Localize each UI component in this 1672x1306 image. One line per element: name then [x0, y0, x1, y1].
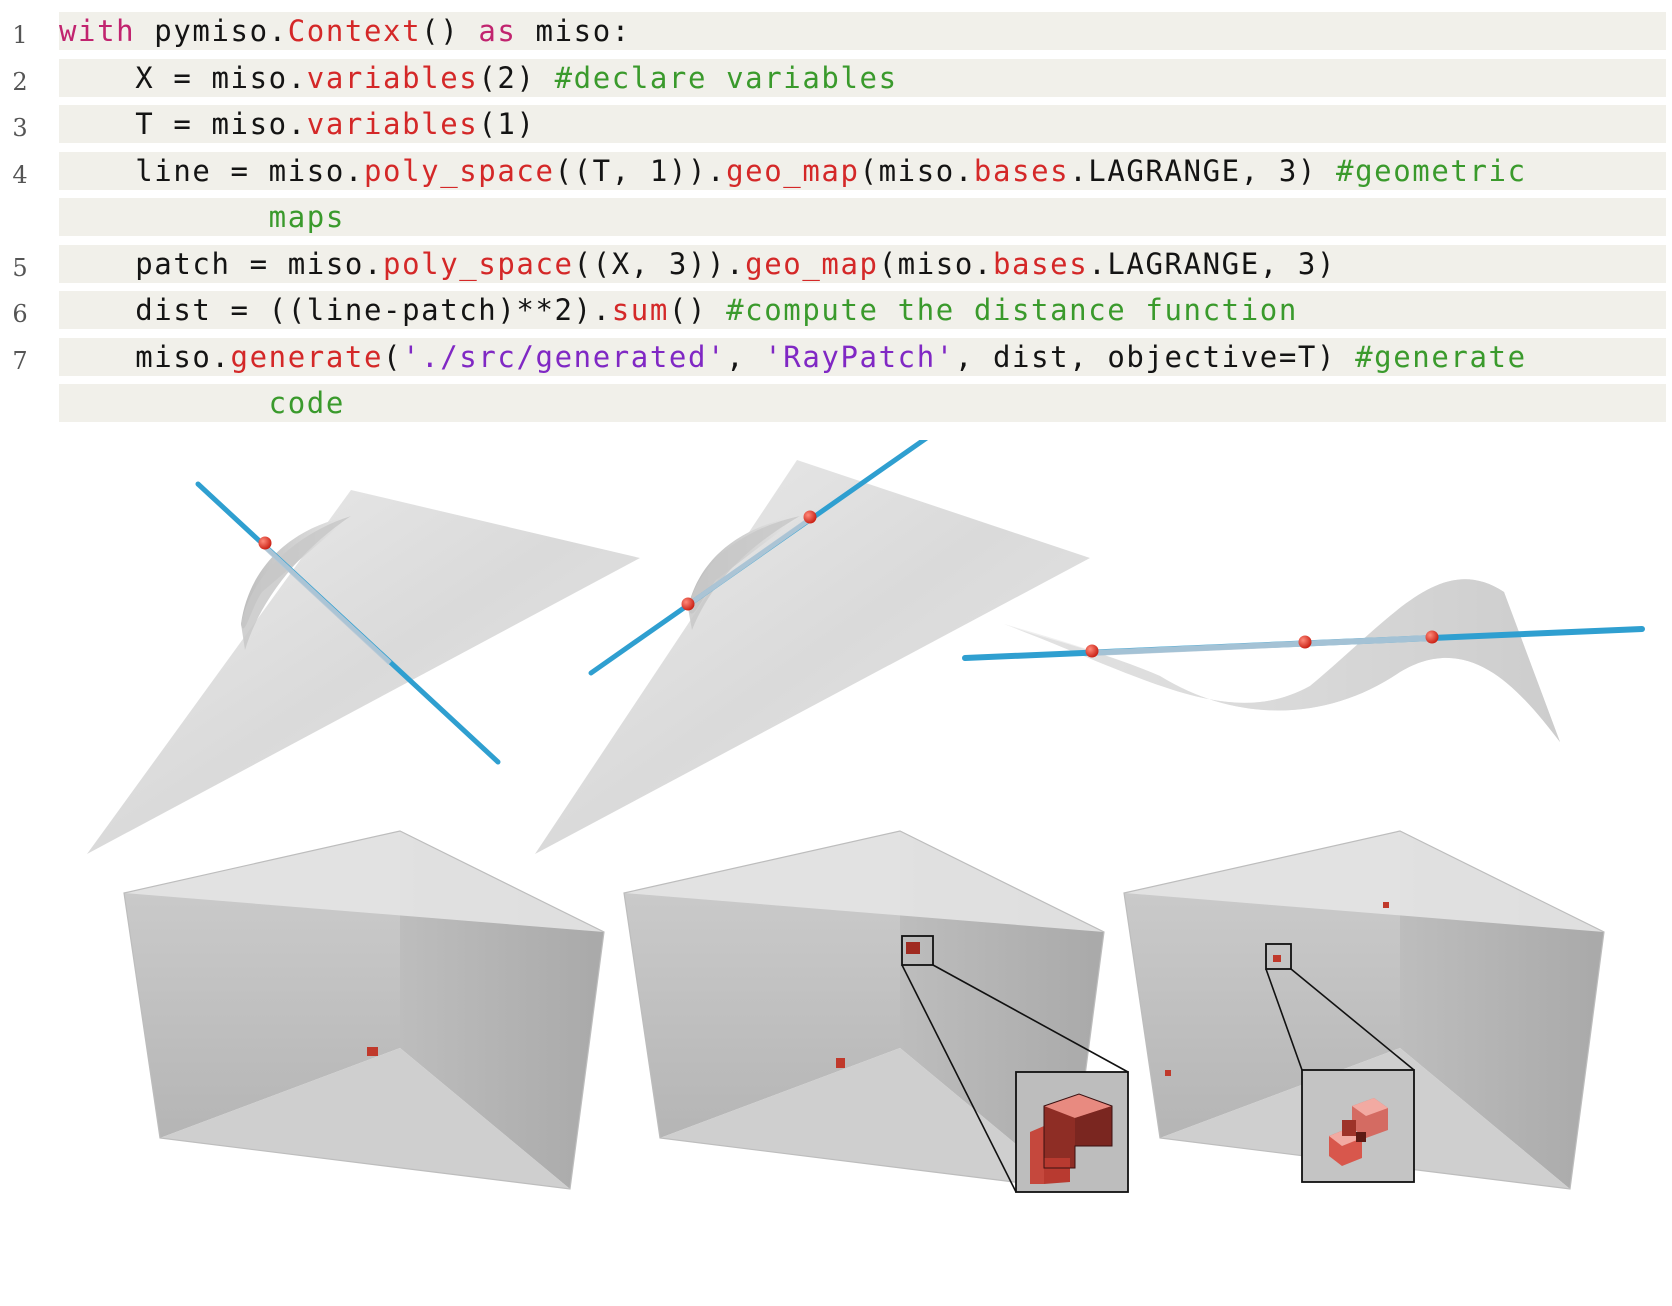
code-token: geo_map — [745, 246, 879, 281]
code-text: line = miso.poly_space((T, 1)).geo_map(m… — [59, 151, 1666, 190]
code-text: with pymiso.Context() as miso: — [59, 12, 1666, 50]
code-text: X = miso.variables(2) #declare variables — [59, 58, 1666, 97]
code-token: ((X, 3)). — [573, 246, 746, 281]
intersection-point — [803, 510, 817, 524]
code-line: code — [0, 384, 1672, 431]
intersection-point — [681, 597, 695, 611]
intersection-point — [258, 536, 272, 550]
zoom-source-box — [901, 935, 934, 966]
code-token: bases — [992, 246, 1089, 281]
code-token: variables — [306, 107, 479, 141]
code-token: , dist, objective=T) — [954, 339, 1356, 374]
code-token: pymiso. — [135, 14, 288, 48]
prism-top-face — [624, 831, 1104, 932]
code-token: #geometric — [1336, 153, 1527, 188]
code-token: (miso. — [878, 246, 993, 281]
code-token: (miso. — [859, 153, 974, 188]
panel-ray-triple-hit — [962, 579, 1645, 742]
panel-ray-single-hit — [87, 481, 640, 854]
cell-cube — [1165, 1070, 1171, 1076]
line-number: 4 — [12, 160, 28, 189]
code-line: 2 X = miso.variables(2) #declare variabl… — [0, 58, 1672, 106]
code-token: #generate — [1355, 339, 1527, 374]
code-token: ( — [383, 339, 403, 374]
cell-cube — [1342, 1120, 1356, 1136]
surface-patch — [535, 460, 1090, 854]
code-token: dist = ((line-patch)**2). — [59, 293, 612, 327]
code-line: 5 patch = miso.poly_space((X, 3)).geo_ma… — [0, 244, 1672, 292]
panel-prism-cells-zoom — [623, 830, 1129, 1193]
code-token: T = miso. — [59, 107, 307, 141]
line-number: 3 — [12, 114, 28, 142]
code-token: .LAGRANGE, 3) — [1069, 153, 1337, 188]
code-token: (2) — [478, 60, 555, 95]
figure-illustration — [87, 440, 1645, 1193]
cell-cube — [1383, 902, 1389, 908]
figure — [0, 440, 1672, 1306]
code-line: 3 T = miso.variables(1) — [0, 105, 1672, 152]
code-token: bases — [973, 153, 1070, 188]
cell-cube — [1273, 955, 1281, 962]
code-token: miso: — [516, 14, 631, 48]
surface-patch — [87, 490, 640, 854]
code-token: 'RayPatch' — [764, 339, 955, 374]
cell-cube — [367, 1047, 378, 1056]
line-number: 5 — [12, 253, 28, 282]
cell-cube — [836, 1058, 845, 1068]
panel-prism-cluster-zoom — [1123, 830, 1605, 1190]
code-token: () — [421, 14, 479, 48]
code-token: './src/generated' — [402, 339, 727, 374]
code-token: poly_space — [363, 153, 555, 188]
code-token: patch = miso. — [59, 246, 384, 281]
zoom-source-box — [1265, 943, 1292, 970]
surface-fold — [241, 516, 351, 629]
code-token: as — [478, 14, 517, 48]
code-token: Context — [287, 14, 422, 48]
code-text: T = miso.variables(1) — [59, 105, 1666, 143]
code-token: geo_map — [726, 153, 860, 188]
code-token: () — [668, 293, 727, 327]
code-token: code — [59, 386, 345, 420]
panel-prism-single-cell — [123, 830, 605, 1190]
code-line: maps — [0, 198, 1672, 245]
code-line: 7 miso.generate('./src/generated', 'RayP… — [0, 337, 1672, 385]
code-token: poly_space — [383, 246, 574, 281]
code-line: 4 line = miso.poly_space((T, 1)).geo_map… — [0, 151, 1672, 199]
line-number: 1 — [12, 21, 28, 49]
code-token: .LAGRANGE, 3) — [1088, 246, 1337, 281]
code-token: maps — [59, 200, 345, 234]
code-token: #compute the distance function — [726, 293, 1298, 327]
code-token: sum — [611, 293, 669, 327]
code-token: ((T, 1)). — [554, 153, 727, 188]
intersection-point — [1298, 635, 1312, 649]
prism-top-face — [124, 831, 604, 932]
code-token: with — [59, 14, 136, 48]
intersection-point — [1425, 630, 1439, 644]
line-number: 7 — [12, 346, 28, 375]
code-token: #declare variables — [554, 60, 898, 95]
code-text: code — [59, 384, 1666, 422]
intersection-point — [1085, 644, 1099, 658]
code-text: miso.generate('./src/generated', 'RayPat… — [59, 337, 1666, 376]
code-token: variables — [306, 60, 479, 95]
code-token: X = miso. — [59, 60, 307, 95]
code-token: (1) — [478, 107, 536, 141]
code-token: , — [726, 339, 765, 374]
code-token: line = miso. — [59, 153, 364, 188]
line-number: 6 — [12, 300, 28, 328]
prism-bottom-face — [660, 1048, 1070, 1189]
prism-top-face — [1124, 831, 1604, 932]
code-text: maps — [59, 198, 1666, 236]
code-text: dist = ((line-patch)**2).sum() #compute … — [59, 291, 1666, 329]
prism-bottom-face — [160, 1048, 570, 1189]
code-line: 1 with pymiso.Context() as miso: — [0, 12, 1672, 59]
cell-cube — [906, 942, 920, 954]
code-line: 6 dist = ((line-patch)**2).sum() #comput… — [0, 291, 1672, 338]
code-token: miso. — [59, 339, 231, 374]
panel-ray-double-hit — [535, 440, 1090, 854]
code-text: patch = miso.poly_space((X, 3)).geo_map(… — [59, 244, 1666, 283]
code-token: generate — [230, 339, 384, 374]
line-number: 2 — [12, 67, 28, 96]
